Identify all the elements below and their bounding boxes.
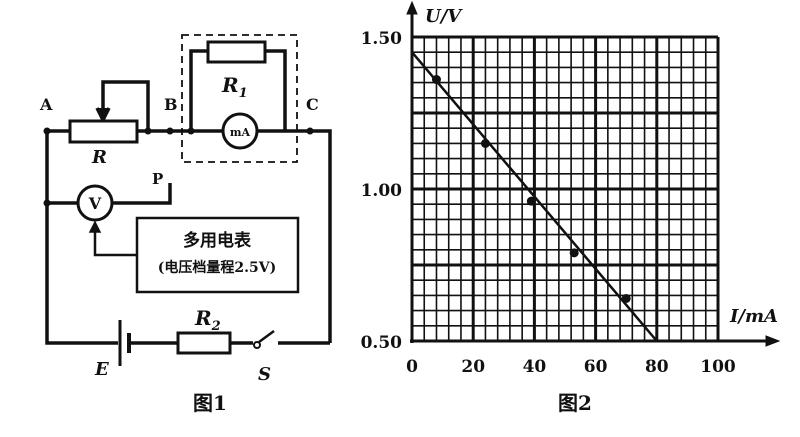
circuit-labels: A B C P R R1 R2 E S mA V 多用电表 (电压档量程2.5V… [39,73,319,415]
wire-left [45,131,118,345]
milliammeter [221,112,259,150]
multimeter-arrow-wire [93,226,137,257]
figure1-caption: 图1 [193,391,227,415]
wire-ma [191,129,332,343]
data-point [431,75,441,85]
multimeter-title: 多用电表 [183,230,252,251]
label-C: C [306,95,319,114]
data-point [526,196,536,206]
data-point [569,248,579,258]
wire-voltmeter [47,183,172,205]
label-B: B [164,95,178,114]
resistor-R2 [176,331,232,355]
resistor-R1 [206,40,267,64]
x-axis-label: I/mA [729,306,778,327]
rheostat-R [68,119,139,144]
voltmeter [76,184,114,222]
x-tick-label: 80 [645,357,669,377]
fit-line [411,51,658,342]
y-axis-label: U/V [425,6,463,27]
x-tick-label: 20 [461,357,485,377]
x-tick-label: 60 [584,357,608,377]
y-tick-label: 1.00 [361,181,403,201]
multimeter-range: (电压档量程2.5V) [158,259,276,276]
circuit-diagram [43,34,332,366]
y-axis-arrow [406,0,418,15]
label-mA: mA [230,126,251,139]
multimeter-box [135,216,300,294]
label-R2: R2 [194,306,221,334]
label-S: S [258,364,271,385]
chart-grid [412,35,720,341]
chart-marks [411,51,658,342]
chart-axes [406,0,781,347]
wire-r1-branch [189,49,287,131]
x-tick-label: 40 [523,357,547,377]
label-R: R [91,147,107,168]
multimeter-arrow-head [88,220,102,233]
label-V: V [88,194,102,213]
x-tick-label: 100 [700,357,736,377]
y-tick-label: 0.50 [361,333,403,353]
slider-wire [101,80,150,131]
x-tick-label: 0 [406,357,418,377]
label-A: A [39,95,53,114]
label-R1: R1 [221,73,248,101]
y-tick-label: 1.50 [361,29,403,49]
figure2-caption: 图2 [558,391,592,415]
x-axis-arrow [765,335,781,347]
switch-pivot [253,341,261,349]
data-point [480,138,490,148]
dashed-box [181,34,298,163]
u-i-chart: 0 20 40 60 80 100 0.50 1.00 1.50 U/V I/mA 图2 [361,0,781,415]
label-P: P [152,170,163,188]
junction-nodes [43,127,314,207]
chart-ticks: 0 20 40 60 80 100 0.50 1.00 1.50 [361,29,736,377]
label-E: E [94,359,109,380]
slider-arrow [95,107,111,124]
switch-lever [258,329,275,344]
data-point [621,293,631,303]
